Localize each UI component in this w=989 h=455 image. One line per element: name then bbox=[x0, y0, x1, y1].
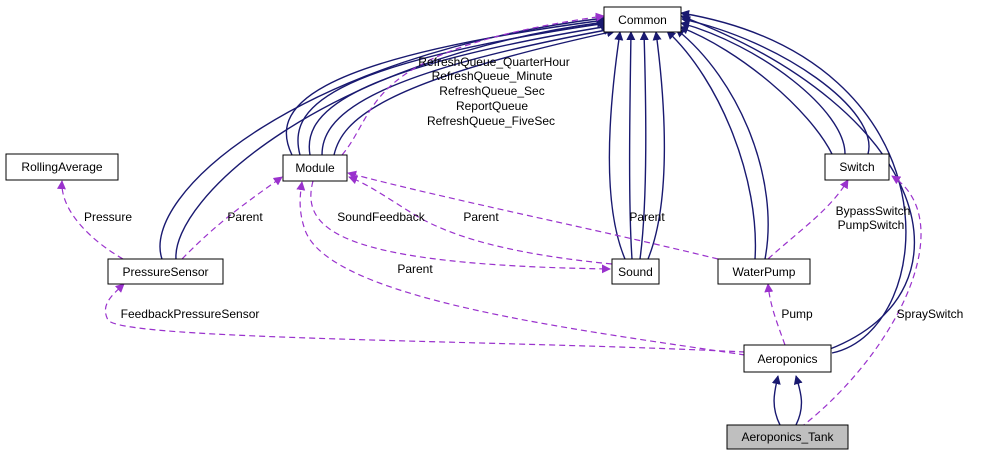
label-parent-aeroponics: Parent bbox=[397, 262, 433, 276]
node-module[interactable]: Module bbox=[282, 154, 348, 182]
edge-tank-aeroponics-1 bbox=[771, 375, 781, 426]
edge-aeroponics-waterpump bbox=[764, 283, 786, 346]
node-common-label: Common bbox=[618, 13, 667, 27]
edge-sound-common-3 bbox=[639, 31, 649, 260]
edge-module-sound bbox=[310, 180, 611, 274]
node-aeroponics-tank[interactable]: Aeroponics_Tank bbox=[726, 424, 849, 450]
edge-pressuresensor-common-2 bbox=[175, 18, 606, 260]
edge-waterpump-switch bbox=[767, 179, 849, 260]
node-common[interactable]: Common bbox=[603, 6, 682, 33]
label-parent-sound: Parent bbox=[463, 210, 499, 224]
node-switch-label: Switch bbox=[839, 160, 874, 174]
node-rolling-average-label: RollingAverage bbox=[21, 160, 102, 174]
node-sound-label: Sound bbox=[618, 265, 653, 279]
label-refresh-queue-five-sec: RefreshQueue_FiveSec bbox=[427, 114, 555, 128]
node-switch[interactable]: Switch bbox=[824, 153, 890, 181]
label-refresh-queue-minute: RefreshQueue_Minute bbox=[432, 69, 553, 83]
edge-switch-common-3 bbox=[681, 16, 870, 155]
node-pressure-sensor-label: PressureSensor bbox=[122, 265, 208, 279]
label-feedback-pressure-sensor: FeedbackPressureSensor bbox=[121, 307, 260, 321]
inheritance-edges bbox=[159, 9, 915, 426]
edge-module-common-4 bbox=[321, 26, 613, 156]
label-sound-feedback: SoundFeedback bbox=[337, 210, 425, 224]
label-bypass-switch: BypassSwitch bbox=[836, 204, 911, 218]
label-report-queue: ReportQueue bbox=[456, 99, 528, 113]
edge-tank-aeroponics-2 bbox=[793, 375, 803, 426]
edge-module-refreshqueues-common bbox=[341, 12, 605, 156]
node-aeroponics[interactable]: Aeroponics bbox=[743, 344, 832, 373]
label-parent-pressure-sensor: Parent bbox=[227, 210, 263, 224]
edge-aeroponics-module bbox=[296, 181, 746, 356]
edge-sound-common-2 bbox=[626, 31, 636, 260]
edge-aeroponics-common-2 bbox=[680, 9, 907, 354]
label-spray-switch: SpraySwitch bbox=[897, 307, 964, 321]
label-pressure: Pressure bbox=[84, 210, 132, 224]
edge-switch-common-2 bbox=[680, 20, 846, 155]
edge-module-common-5 bbox=[333, 28, 616, 156]
edge-pressuresensor-module bbox=[181, 176, 283, 260]
node-water-pump-label: WaterPump bbox=[733, 265, 796, 279]
label-pump-switch: PumpSwitch bbox=[838, 218, 905, 232]
edge-sound-common-4 bbox=[647, 31, 666, 260]
node-aeroponics-tank-label: Aeroponics_Tank bbox=[741, 430, 834, 444]
label-pump: Pump bbox=[781, 307, 813, 321]
label-refresh-queue-quarter-hour: RefreshQueue_QuarterHour bbox=[418, 55, 569, 69]
node-water-pump[interactable]: WaterPump bbox=[717, 258, 811, 285]
label-refresh-queue-sec: RefreshQueue_Sec bbox=[439, 84, 544, 98]
edge-aeroponics-pressuresensor bbox=[104, 283, 746, 353]
edge-waterpump-common-1 bbox=[666, 30, 757, 260]
edge-pressuresensor-rollingaverage bbox=[56, 180, 124, 260]
edge-sound-common-1 bbox=[608, 31, 626, 260]
label-parent-water-pump: Parent bbox=[629, 210, 665, 224]
edge-labels: RefreshQueue_QuarterHour RefreshQueue_Mi… bbox=[84, 55, 963, 321]
node-sound[interactable]: Sound bbox=[611, 258, 660, 285]
edge-sound-module bbox=[348, 175, 613, 265]
node-rolling-average[interactable]: RollingAverage bbox=[5, 153, 119, 181]
edge-waterpump-common-2 bbox=[675, 28, 769, 260]
node-pressure-sensor[interactable]: PressureSensor bbox=[107, 258, 224, 285]
edge-switch-common-1 bbox=[679, 25, 833, 155]
node-aeroponics-label: Aeroponics bbox=[757, 352, 817, 366]
usage-edges bbox=[56, 12, 922, 429]
edge-tank-switch bbox=[799, 175, 922, 429]
node-module-label: Module bbox=[295, 161, 335, 175]
edge-waterpump-module bbox=[347, 170, 719, 260]
